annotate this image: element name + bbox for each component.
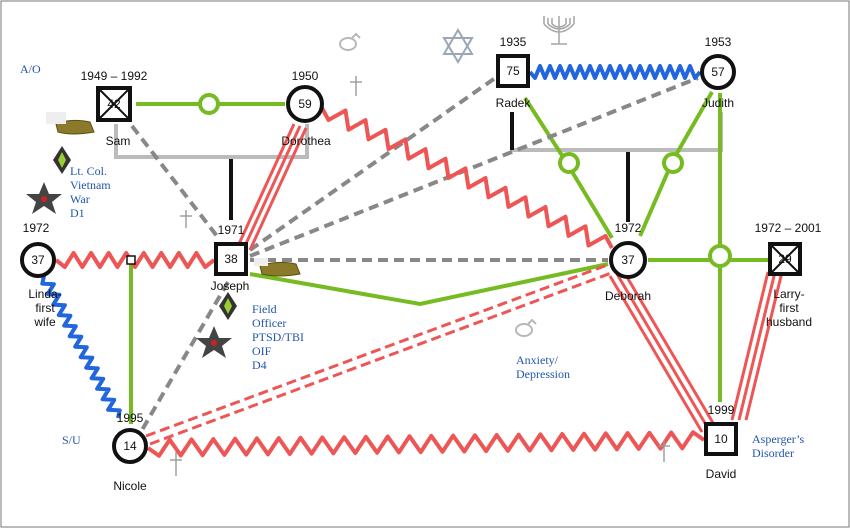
harmony-node-judith-deborah <box>662 152 684 174</box>
name-dorothea: Dorothea <box>281 134 331 148</box>
cross-icon-joseph <box>180 210 192 228</box>
close-line-radek-judith <box>528 64 702 80</box>
wedding-ring-icon-deborah <box>515 318 537 337</box>
conflict-line-dorothea-deborah <box>320 107 614 249</box>
conflict-triple-deborah-david-1 <box>608 275 704 433</box>
close-line-linda-nicole <box>40 275 122 419</box>
conflict-triple-joseph-dorothea-1 <box>236 123 296 247</box>
person-linda: 37 <box>20 242 56 278</box>
conflict-triple-joseph-dorothea-2 <box>242 125 302 249</box>
conflict-dashed-nicole-deborah-2 <box>149 270 615 446</box>
conflict-line-nicole-david <box>146 430 706 458</box>
star-icon-joseph <box>196 326 232 358</box>
conflict-triple-joseph-dorothea-3 <box>248 127 308 251</box>
star-of-david-icon <box>442 28 474 64</box>
medal-diamond-icon-joseph <box>219 292 237 320</box>
name-deborah: Deborah <box>605 289 651 303</box>
military-hat-icon-joseph <box>254 258 301 277</box>
conflict-triple-larry-david-3 <box>744 271 784 421</box>
age-deborah: 37 <box>621 253 635 267</box>
age-sam: 42 <box>107 97 121 111</box>
marriage-line-sam-dorothea <box>114 124 309 159</box>
person-sam: 42 <box>96 86 132 122</box>
distant-line-joseph-nicole <box>140 280 230 432</box>
note-deborah-condition: Anxiety/Depression <box>516 353 570 381</box>
years-dorothea: 1950 <box>292 69 319 83</box>
military-hat-icon <box>46 112 95 135</box>
relationship-lines <box>40 64 784 458</box>
age-dorothea: 59 <box>298 97 312 111</box>
medal-diamond-icon <box>53 146 71 174</box>
age-linda: 37 <box>31 253 45 267</box>
conflict-dashed-nicole-deborah-1 <box>145 262 611 438</box>
name-judith: Judith <box>702 96 734 110</box>
person-judith: 57 <box>700 54 736 90</box>
person-david: 10 <box>704 422 738 456</box>
cross-icon-nicole <box>170 452 182 476</box>
year-labels: 1949 – 1992 1950 1935 1953 1972 1971 197… <box>23 35 822 425</box>
years-joseph: 1971 <box>218 223 245 237</box>
person-larry: 29 <box>768 242 802 276</box>
label-su: S/U <box>62 433 81 447</box>
harmony-line-joseph-deborah <box>249 262 609 307</box>
harmony-node-sam-dorothea <box>198 93 220 115</box>
years-linda: 1972 <box>23 221 50 235</box>
age-radek: 75 <box>506 64 520 78</box>
conflict-triple-deborah-david-3 <box>622 271 718 429</box>
name-sam: Sam <box>106 134 131 148</box>
years-deborah: 1972 <box>615 221 642 235</box>
person-dorothea: 59 <box>286 85 324 123</box>
person-nicole: 14 <box>112 428 148 464</box>
name-david: David <box>706 467 737 481</box>
menorah-icon <box>543 16 575 45</box>
years-david: 1999 <box>708 403 735 417</box>
star-icon <box>26 182 62 214</box>
years-judith: 1953 <box>705 35 732 49</box>
age-larry: 29 <box>778 252 792 266</box>
conflict-triple-deborah-david-2 <box>615 273 711 431</box>
years-sam: 1949 – 1992 <box>81 69 148 83</box>
years-radek: 1935 <box>500 35 527 49</box>
age-judith: 57 <box>711 65 725 79</box>
conflict-triple-larry-david-2 <box>737 271 777 421</box>
icons <box>26 16 670 476</box>
label-ao: A/O <box>20 62 41 76</box>
distant-line-sam-joseph <box>130 124 222 242</box>
cross-icon-david <box>658 440 670 462</box>
person-radek: 75 <box>496 54 530 88</box>
people-nodes: 42 59 75 57 37 38 37 <box>20 54 802 464</box>
distant-line-joseph-judith <box>249 76 699 258</box>
age-joseph: 38 <box>224 252 238 266</box>
harmony-node-deborah-larry <box>708 244 732 268</box>
name-nicole: Nicole <box>113 479 147 493</box>
name-joseph: Joseph <box>211 279 250 293</box>
years-nicole: 1995 <box>117 411 144 425</box>
name-radek: Radek <box>496 96 532 110</box>
years-larry: 1972 – 2001 <box>755 221 822 235</box>
age-david: 10 <box>714 432 728 446</box>
distant-line-joseph-radek <box>248 74 500 252</box>
wedding-ring-icon <box>339 32 361 51</box>
linda-joseph-marker <box>126 255 136 265</box>
person-joseph: 38 <box>214 242 248 276</box>
cross-icon <box>350 76 362 96</box>
harmony-node-radek-deborah <box>558 152 580 174</box>
conflict-line-linda-joseph <box>54 251 216 269</box>
person-deborah: 37 <box>609 241 647 279</box>
conflict-triple-larry-david-1 <box>730 271 770 421</box>
age-nicole: 14 <box>123 439 137 453</box>
